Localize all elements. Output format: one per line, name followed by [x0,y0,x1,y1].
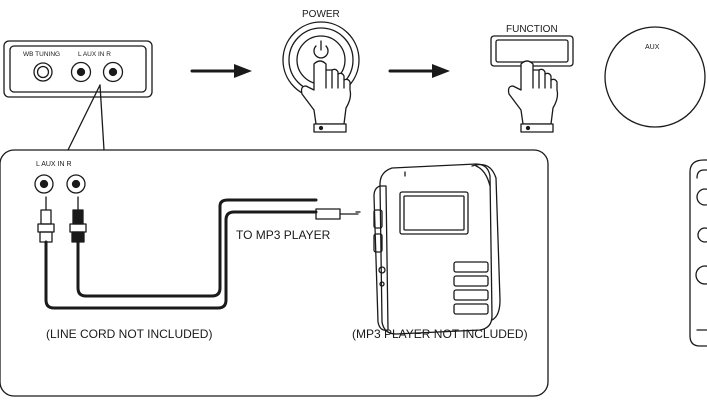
to-mp3-player-label: TO MP3 PLAYER [236,228,331,242]
aux-in-right-jack [102,61,124,83]
box-aux-left-jack [34,174,54,194]
player-note: (MP3 PLAYER NOT INCLUDED) [352,327,528,341]
aux-in-left-jack [70,61,92,83]
function-hand-icon [507,60,559,133]
arrow-1-icon [190,64,252,78]
function-label: FUNCTION [506,24,558,35]
box-aux-in-label: L AUX IN R [36,161,72,168]
rear-panel [3,40,153,98]
power-symbol-icon [313,40,329,59]
callout-lines [67,84,105,151]
function-button-icon [490,35,574,67]
mp3-player-side-controls [373,209,386,287]
line-cord [44,198,318,310]
hookup-box [0,149,549,397]
mini-plug-icon [315,208,361,220]
mp3-player-buttons [453,261,489,315]
rca-plug-black-icon [69,196,87,243]
power-hand-icon [300,60,352,133]
line-cord-note: (LINE CORD NOT INCLUDED) [46,327,213,341]
display-circle [604,26,706,128]
mp3-player-screen [399,191,469,235]
aux-in-panel-label: L AUX IN R [78,51,111,58]
power-label: POWER [302,9,340,20]
rca-plug-white-icon [37,196,55,243]
display-aux-text: AUX [645,44,660,51]
mp3-player [373,163,501,335]
wb-tuning-jack [33,62,53,82]
arrow-2-icon [388,64,450,78]
wb-tuning-label: WB TUNING [23,51,61,58]
box-aux-right-jack [66,174,86,194]
side-unit [689,159,707,347]
